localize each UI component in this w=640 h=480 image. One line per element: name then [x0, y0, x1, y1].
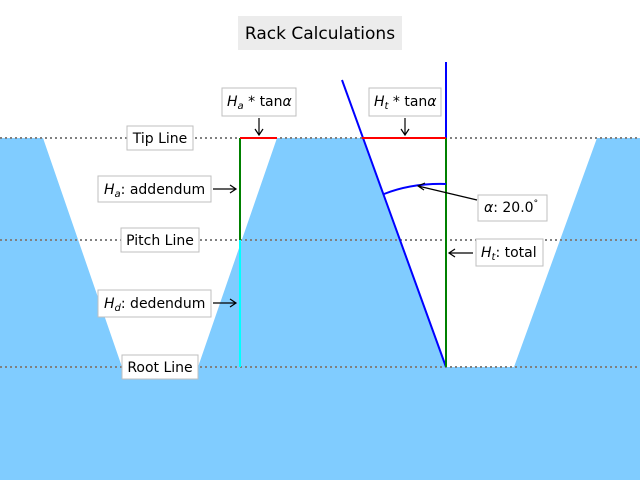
- dedendum-label: Hd: dedendum: [104, 296, 205, 314]
- arrows: [213, 118, 478, 308]
- page-title: Rack Calculations: [245, 24, 395, 44]
- pitch-line-label: Pitch Line: [126, 233, 194, 249]
- alpha-label: α: 20.0°: [484, 199, 538, 216]
- tip-line-label: Tip Line: [132, 131, 188, 147]
- title-box: [238, 16, 402, 50]
- ha-arrow: [213, 184, 238, 194]
- alpha-arc: [383, 182, 447, 195]
- ht-arrow: [447, 248, 473, 258]
- alpha-arrow: [416, 182, 478, 201]
- root-line-label: Root Line: [127, 360, 192, 376]
- ht-tan-arrow: [400, 118, 410, 137]
- total-label: Ht: total: [481, 245, 537, 263]
- pressure-angle-line: [341, 79, 447, 368]
- rack-profile: [0, 138, 640, 480]
- addendum-label: Ha: addendum: [104, 182, 205, 200]
- ha-tan-arrow: [254, 118, 264, 137]
- ha-tan-label: Ha * tanα: [227, 94, 293, 112]
- hd-arrow: [213, 298, 238, 308]
- ht-tan-label: Ht * tanα: [374, 94, 437, 112]
